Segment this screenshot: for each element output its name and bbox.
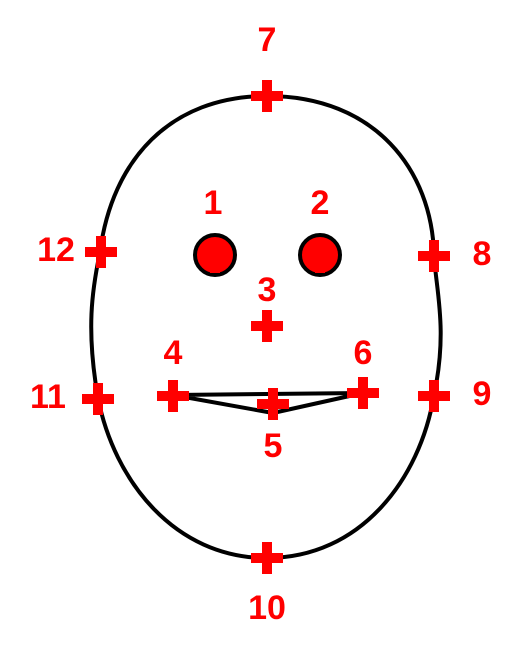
landmark-marker-12 xyxy=(85,236,117,268)
marker-vertical-bar xyxy=(268,388,278,420)
landmark-marker-4 xyxy=(157,380,189,412)
marker-vertical-bar xyxy=(96,236,106,268)
landmark-marker-3 xyxy=(251,310,283,342)
landmark-marker-8 xyxy=(418,240,450,272)
landmark-marker-2 xyxy=(304,241,336,273)
landmark-label-10: 10 xyxy=(248,589,286,627)
landmark-label-12: 12 xyxy=(37,231,75,269)
landmark-label-11: 11 xyxy=(30,378,66,416)
marker-vertical-bar xyxy=(429,380,439,412)
marker-vertical-bar xyxy=(262,80,272,112)
marker-vertical-bar xyxy=(168,380,178,412)
marker-vertical-bar xyxy=(358,377,368,409)
landmark-label-5: 5 xyxy=(264,427,283,465)
landmark-label-3: 3 xyxy=(258,271,277,309)
marker-vertical-bar xyxy=(429,240,439,272)
landmark-marker-11 xyxy=(82,383,114,415)
marker-vertical-bar xyxy=(315,241,325,273)
landmark-label-1: 1 xyxy=(204,184,223,222)
landmark-label-2: 2 xyxy=(311,184,330,222)
landmark-marker-7 xyxy=(251,80,283,112)
landmark-marker-9 xyxy=(418,380,450,412)
marker-vertical-bar xyxy=(210,241,220,273)
landmark-marker-10 xyxy=(251,542,283,574)
landmark-label-4: 4 xyxy=(164,334,183,372)
marker-vertical-bar xyxy=(93,383,103,415)
landmark-label-6: 6 xyxy=(354,334,373,372)
landmark-marker-1 xyxy=(199,241,231,273)
landmark-label-9: 9 xyxy=(473,375,492,413)
marker-vertical-bar xyxy=(262,542,272,574)
landmark-label-8: 8 xyxy=(473,235,492,273)
marker-vertical-bar xyxy=(262,310,272,342)
landmark-marker-5 xyxy=(257,388,289,420)
landmark-marker-6 xyxy=(347,377,379,409)
landmark-label-7: 7 xyxy=(258,21,277,59)
landmark-markers xyxy=(82,80,450,574)
